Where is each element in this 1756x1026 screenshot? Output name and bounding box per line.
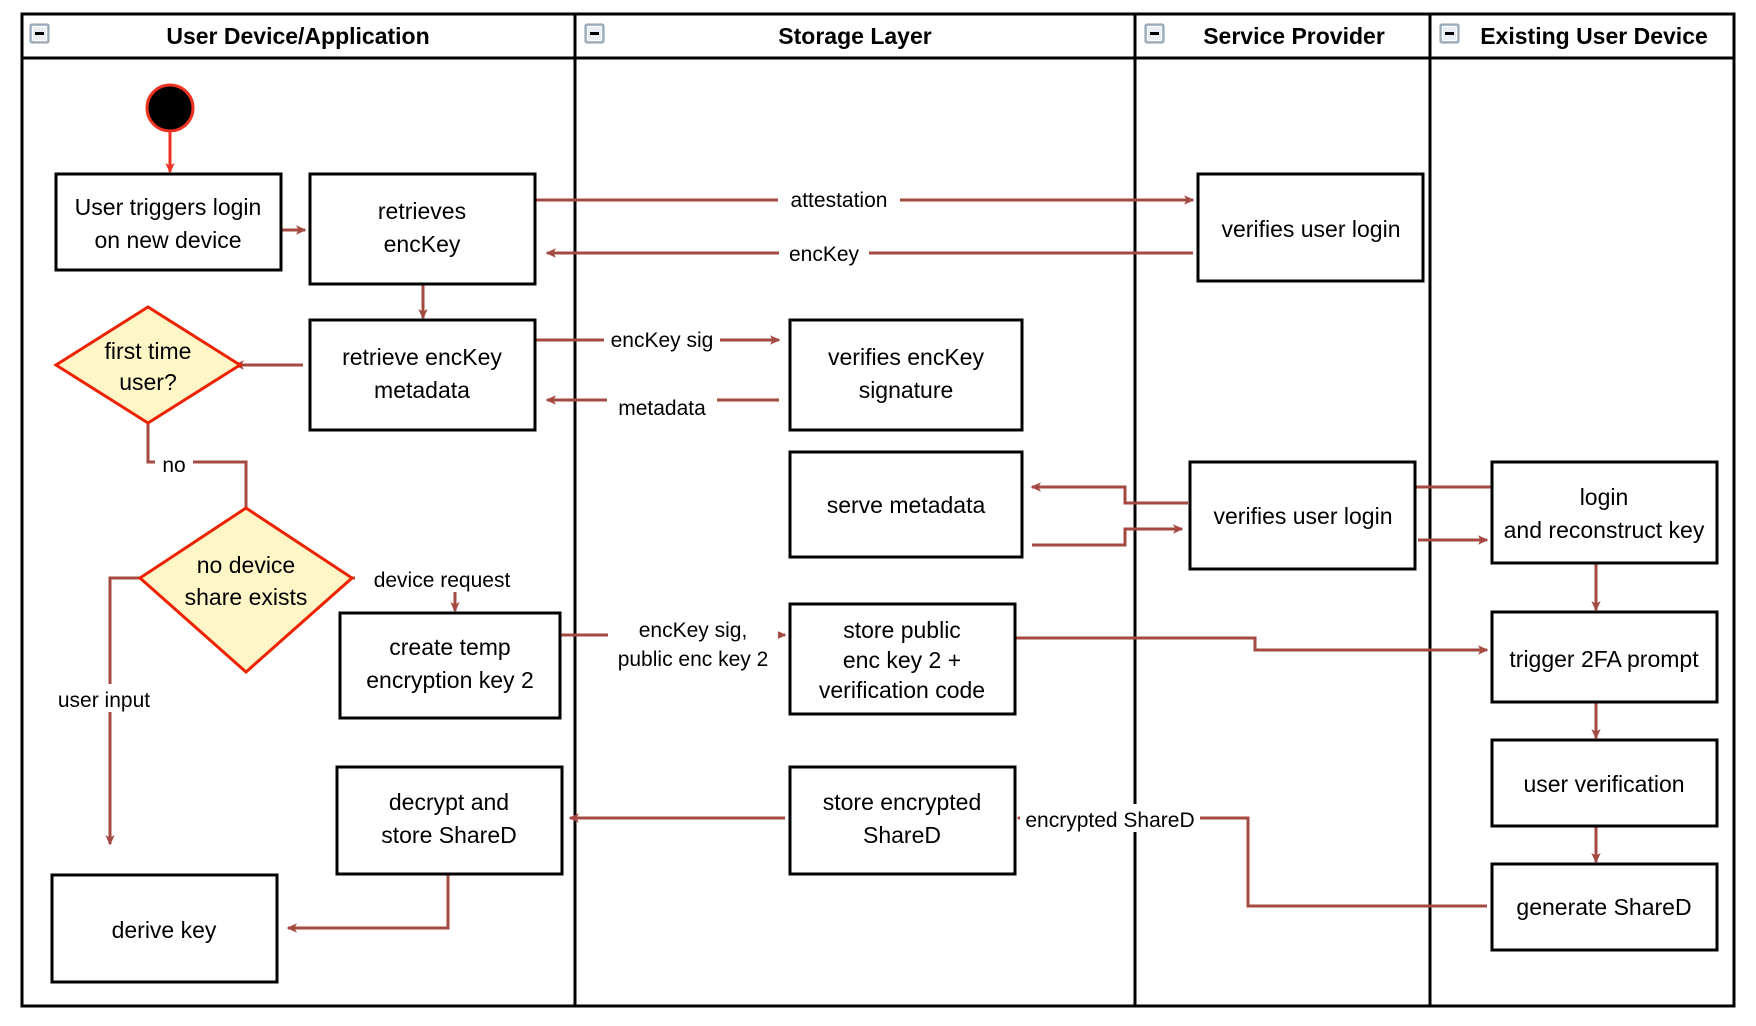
edge-serve-metadata-to-sp [1032,524,1184,547]
node-label-line: store ShareD [381,822,517,848]
node-derive-key[interactable]: derive key [50,873,279,984]
edge-label-encrypted-shared: encrypted ShareD [1020,804,1200,832]
svg-text:metadata: metadata [618,397,706,420]
svg-text:encrypted ShareD: encrypted ShareD [1025,809,1194,832]
node-decrypt-store-shared[interactable]: decrypt and store ShareD [335,765,564,876]
node-label-line: encryption key 2 [366,667,533,693]
node-label-line: no device [197,552,295,578]
edge-labels: attestation encKey encKey sig metadata n… [48,184,1200,832]
collapse-minus-icon[interactable] [1144,23,1165,44]
edge-sp-to-serve-metadata [1030,482,1188,505]
node-verifies-user-login-2[interactable]: verifies user login [1188,460,1417,571]
node-label-line: user? [119,369,177,395]
edge-label-metadata: metadata [607,392,717,420]
node-label-line: enc key 2 + [843,647,961,673]
edge-label-no: no [155,449,193,477]
node-label-line: verifies user login [1214,503,1393,529]
node-create-temp-key[interactable]: create temp encryption key 2 [338,611,562,720]
svg-text:device request: device request [374,569,511,592]
lane-title-existing-device: Existing User Device [1480,23,1708,49]
node-trigger-2fa-prompt[interactable]: trigger 2FA prompt [1490,610,1719,704]
lane-header-service-provider[interactable]: Service Provider [1144,23,1385,49]
node-retrieve-enckey-metadata[interactable]: retrieve encKey metadata [308,318,537,432]
collapse-minus-icon[interactable] [1439,23,1460,44]
node-label-line: derive key [112,917,217,943]
node-serve-metadata[interactable]: serve metadata [788,450,1024,559]
svg-text:encKey sig: encKey sig [611,329,714,352]
edge-label-user-input: user input [48,684,160,712]
node-label-line: and reconstruct key [1504,517,1705,543]
node-label-line: signature [859,377,954,403]
node-label-line: serve metadata [827,492,986,518]
edge-decrypt-to-derive [286,874,450,933]
node-label-line: login [1580,484,1629,510]
initial-node [145,83,195,133]
edge-label-attestation: attestation [778,184,900,212]
node-label-line: verifies encKey [828,344,984,370]
svg-text:user input: user input [58,689,150,712]
node-first-time-user[interactable]: first time user? [53,305,243,425]
edge-store-key-to-2fa [1014,636,1489,655]
node-label-line: store public [843,617,961,643]
node-label-line: verifies user login [1222,216,1401,242]
svg-text:no: no [162,454,185,477]
collapse-minus-icon[interactable] [29,23,50,44]
collapse-minus-icon[interactable] [584,23,605,44]
node-user-verification[interactable]: user verification [1490,738,1719,828]
swimlane-frame [20,12,1736,1008]
node-label-line: on new device [94,227,241,253]
svg-text:public enc key 2: public enc key 2 [618,648,769,671]
edge-label-device-request: device request [355,564,529,592]
edge-label-enckey-sig-public: encKey sig, public enc key 2 [608,615,778,671]
lane-title-user-device: User Device/Application [166,23,429,49]
edge-no-branch [146,418,251,520]
edge-label-enckey-sig: encKey sig [604,324,720,352]
lane-header-storage[interactable]: Storage Layer [584,23,932,49]
node-user-triggers-login[interactable]: User triggers login on new device [54,172,283,272]
node-label-line: decrypt and [389,789,509,815]
node-label-line: ShareD [863,822,941,848]
node-store-public-enc-key-2[interactable]: store public enc key 2 + verification co… [788,602,1017,716]
node-verifies-user-login-1[interactable]: verifies user login [1196,172,1425,283]
node-no-device-share-exists[interactable]: no device share exists [137,506,355,675]
node-label-line: metadata [374,377,470,403]
svg-text:attestation: attestation [791,189,888,212]
node-label-line: create temp [389,634,510,660]
node-label-line: user verification [1523,771,1684,797]
lane-title-storage: Storage Layer [778,23,931,49]
node-generate-shared[interactable]: generate ShareD [1490,862,1719,952]
node-label-line: encKey [384,231,461,257]
node-label-line: store encrypted [823,789,982,815]
node-label-line: generate ShareD [1516,894,1691,920]
node-label-line: first time [105,338,192,364]
svg-text:encKey: encKey [789,243,860,266]
edge-label-enckey: encKey [779,238,869,266]
node-label-line: retrieve encKey [342,344,502,370]
node-store-encrypted-shared[interactable]: store encrypted ShareD [788,765,1017,876]
node-label-line: retrieves [378,198,466,224]
svg-text:encKey sig,: encKey sig, [639,619,748,642]
node-label-line: User triggers login [75,194,262,220]
node-verifies-enckey-signature[interactable]: verifies encKey signature [788,318,1024,432]
node-retrieves-enckey[interactable]: retrieves encKey [308,172,537,286]
node-login-reconstruct-key[interactable]: login and reconstruct key [1490,460,1719,565]
lane-header-existing-device[interactable]: Existing User Device [1439,23,1708,49]
node-label-line: share exists [185,584,308,610]
node-label-line: verification code [819,677,985,703]
lane-title-service-provider: Service Provider [1203,23,1385,49]
lane-header-user-device[interactable]: User Device/Application [29,23,430,49]
node-label-line: trigger 2FA prompt [1509,646,1699,672]
